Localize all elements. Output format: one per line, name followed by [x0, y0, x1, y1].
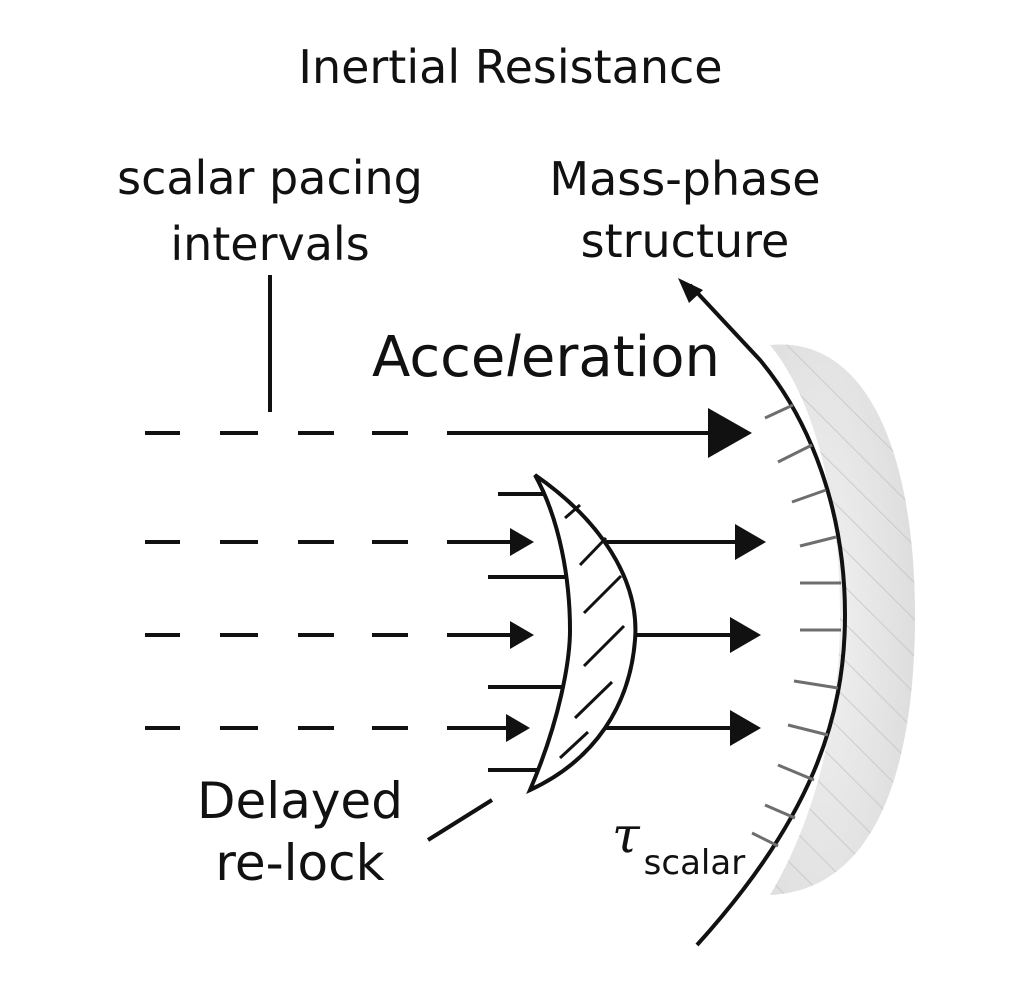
mass-phase-label: Mass-phase structure — [549, 152, 821, 268]
lens-hatch-lines — [558, 503, 626, 760]
acceleration-label: Acceleration — [372, 330, 720, 386]
acceleration-label-italic: l — [505, 325, 521, 390]
pacing-row-1 — [145, 528, 534, 556]
diagram-title: Inertial Resistance — [298, 40, 723, 94]
tau-symbol: τ — [612, 806, 640, 864]
boundary-arrowhead — [678, 278, 703, 303]
tau-subscript: scalar — [643, 843, 746, 883]
acceleration-label-suffix: eration — [520, 325, 720, 390]
acceleration-arrow — [145, 408, 752, 458]
boundary-ticks — [751, 403, 841, 848]
pacing-row-3 — [145, 714, 530, 742]
lens-contact-lines — [488, 492, 565, 772]
delayed-relock-leader — [426, 798, 494, 842]
mass-body-hatch — [770, 344, 915, 896]
outgoing-arrow-3 — [604, 710, 761, 746]
pacing-row-2 — [145, 621, 534, 649]
scalar-pacing-label: scalar pacing intervals — [117, 151, 423, 271]
mass-phase-boundary — [688, 283, 848, 947]
delayed-relock-label: Delayed re-lock — [197, 772, 403, 892]
acceleration-label-prefix: Acce — [372, 325, 506, 390]
outgoing-arrow-2 — [636, 617, 761, 653]
outgoing-arrow-1 — [606, 524, 766, 560]
delay-lens — [526, 473, 638, 795]
